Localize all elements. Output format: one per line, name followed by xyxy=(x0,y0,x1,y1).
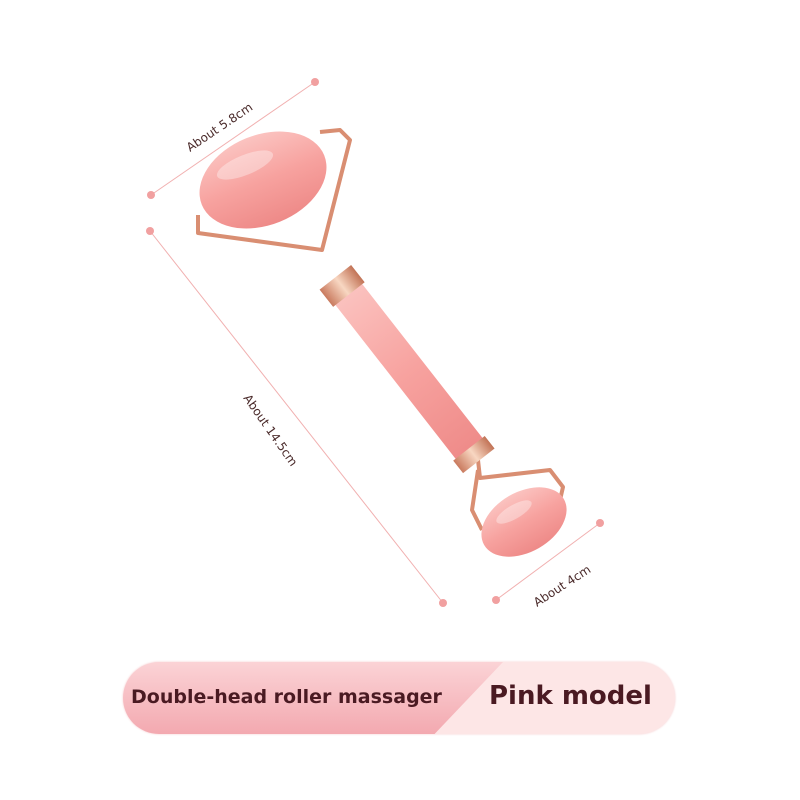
large-roller-head xyxy=(199,131,327,229)
dimension-line-length xyxy=(146,227,447,607)
banner-left-panel xyxy=(123,662,503,734)
variant-name: Pink model xyxy=(489,681,652,711)
length-label: About 14.5cm xyxy=(241,392,301,469)
dimension-line-small-head xyxy=(492,519,604,604)
roller-handle xyxy=(319,264,495,474)
dimension-line-head-width xyxy=(147,78,319,199)
product-banner: Double-head roller massager Pink model xyxy=(123,662,675,734)
small-head-label: About 4cm xyxy=(531,562,593,609)
roller-frame xyxy=(196,128,565,531)
product-name: Double-head roller massager xyxy=(131,686,442,708)
small-roller-head xyxy=(481,487,567,557)
